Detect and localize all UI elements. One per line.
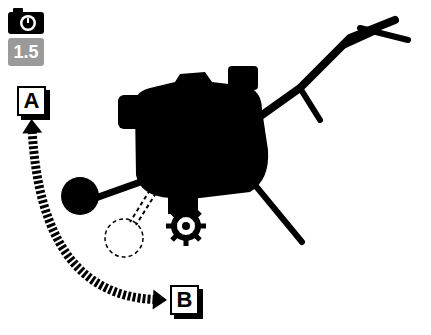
wheel-arm [90,175,160,200]
arrow-head [22,119,42,134]
arrow-shaft [32,131,155,300]
page-ref-box: 1.5 [8,38,44,66]
camera-icon [8,8,44,34]
engine-body [118,66,268,214]
box-text: A [24,88,40,114]
tine-gear [166,206,206,246]
transport-wheel [61,177,99,215]
position-label-box: A [17,86,46,116]
curved-arrow [22,119,167,309]
position-label-box: B [170,285,199,315]
arrow-head [153,289,167,309]
box-text: 1.5 [13,42,38,63]
dashed-arm [130,190,156,225]
rear-leg [255,185,302,242]
handlebar [255,20,408,120]
box-text: B [177,287,193,313]
dashed-wheel [105,219,143,257]
